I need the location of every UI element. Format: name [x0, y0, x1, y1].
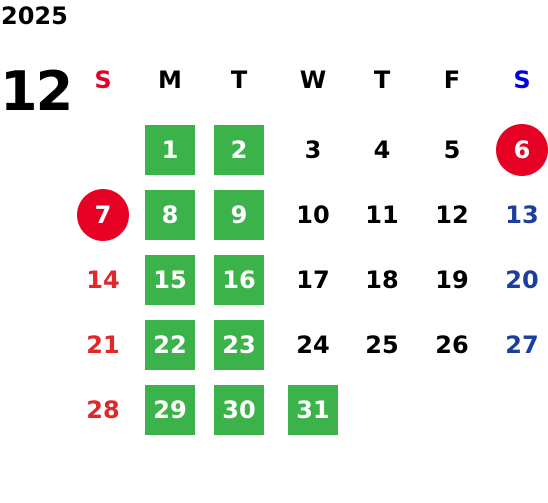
day-number: 15	[153, 266, 187, 294]
day-cell-16[interactable]: 16	[209, 255, 269, 305]
day-cell-5[interactable]: 5	[422, 125, 482, 175]
day-number: 13	[505, 201, 539, 229]
day-cell-11[interactable]: 11	[352, 190, 412, 240]
day-number: 5	[443, 136, 461, 164]
weekday-header-wednesday: W	[299, 66, 327, 94]
day-number: 14	[86, 266, 120, 294]
day-cell-31[interactable]: 31	[283, 385, 343, 435]
day-cell-15[interactable]: 15	[140, 255, 200, 305]
day-number: 23	[222, 331, 256, 359]
day-number: 25	[365, 331, 399, 359]
day-number: 20	[505, 266, 539, 294]
weekday-header-monday: M	[158, 66, 182, 94]
day-cell-27[interactable]: 27	[492, 320, 548, 370]
day-cell-12[interactable]: 12	[422, 190, 482, 240]
day-number: 8	[161, 201, 179, 229]
day-number: 16	[222, 266, 256, 294]
weekday-header-tuesday: T	[230, 66, 248, 94]
day-cell-1[interactable]: 1	[140, 125, 200, 175]
day-cell-25[interactable]: 25	[352, 320, 412, 370]
day-number: 18	[365, 266, 399, 294]
day-number: 4	[373, 136, 391, 164]
day-number: 7	[94, 201, 112, 229]
day-cell-28[interactable]: 28	[73, 385, 133, 435]
day-cell-7[interactable]: 7	[73, 189, 133, 241]
day-cell-30[interactable]: 30	[209, 385, 269, 435]
day-cell-20[interactable]: 20	[492, 255, 548, 305]
day-cell-14[interactable]: 14	[73, 255, 133, 305]
day-number: 29	[153, 396, 187, 424]
day-cell-18[interactable]: 18	[352, 255, 412, 305]
day-cell-3[interactable]: 3	[283, 125, 343, 175]
day-cell-21[interactable]: 21	[73, 320, 133, 370]
year-label: 2025	[1, 2, 68, 30]
day-number: 10	[296, 201, 330, 229]
day-cell-24[interactable]: 24	[283, 320, 343, 370]
day-cell-2[interactable]: 2	[209, 125, 269, 175]
day-number: 19	[435, 266, 469, 294]
day-cell-23[interactable]: 23	[209, 320, 269, 370]
day-number: 11	[365, 201, 399, 229]
day-cell-13[interactable]: 13	[492, 190, 548, 240]
day-cell-22[interactable]: 22	[140, 320, 200, 370]
day-cell-6[interactable]: 6	[492, 124, 548, 176]
day-number: 27	[505, 331, 539, 359]
day-number: 21	[86, 331, 120, 359]
day-cell-26[interactable]: 26	[422, 320, 482, 370]
day-number: 3	[304, 136, 322, 164]
day-number: 26	[435, 331, 469, 359]
day-number: 24	[296, 331, 330, 359]
day-cell-19[interactable]: 19	[422, 255, 482, 305]
day-cell-8[interactable]: 8	[140, 190, 200, 240]
month-number: 12	[0, 60, 73, 123]
day-number: 17	[296, 266, 330, 294]
day-number: 9	[230, 201, 248, 229]
day-number: 6	[513, 136, 531, 164]
day-number: 22	[153, 331, 187, 359]
day-number: 31	[296, 396, 330, 424]
day-cell-17[interactable]: 17	[283, 255, 343, 305]
weekday-header-thursday: T	[373, 66, 391, 94]
weekday-header-sunday: S	[94, 66, 112, 94]
day-number: 30	[222, 396, 256, 424]
day-number: 12	[435, 201, 469, 229]
day-cell-4[interactable]: 4	[352, 125, 412, 175]
day-cell-9[interactable]: 9	[209, 190, 269, 240]
day-cell-10[interactable]: 10	[283, 190, 343, 240]
day-number: 2	[230, 136, 248, 164]
day-number: 1	[161, 136, 179, 164]
day-number: 28	[86, 396, 120, 424]
day-cell-29[interactable]: 29	[140, 385, 200, 435]
weekday-header-friday: F	[443, 66, 461, 94]
weekday-header-saturday: S	[513, 66, 531, 94]
